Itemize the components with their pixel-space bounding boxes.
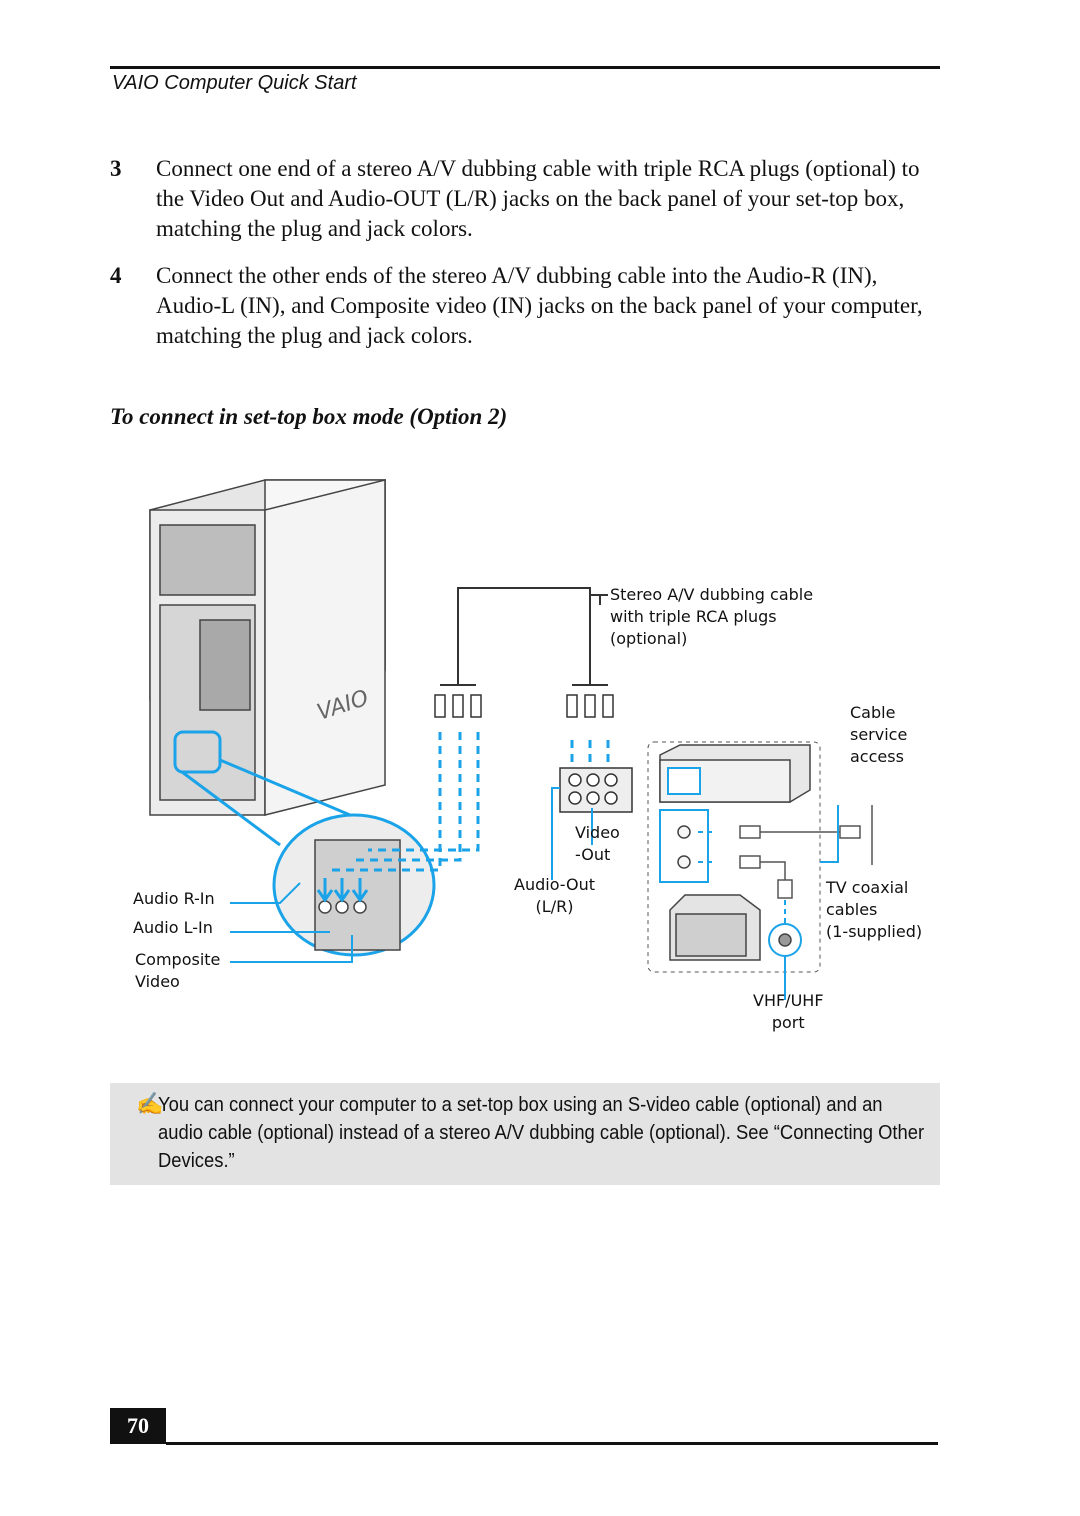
rca-plugs-left bbox=[434, 694, 482, 718]
cable-access-label: Cable service access bbox=[850, 703, 908, 766]
step-number: 4 bbox=[110, 263, 122, 288]
header-rule bbox=[110, 66, 940, 69]
connection-guides bbox=[332, 732, 821, 973]
step-text: Connect the other ends of the stereo A/V… bbox=[156, 263, 923, 348]
page-number: 70 bbox=[110, 1408, 166, 1444]
audio-l-in-label: Audio L-In bbox=[133, 918, 213, 937]
video-out-label: Video -Out bbox=[575, 823, 620, 864]
step-text: Connect one end of a stereo A/V dubbing … bbox=[156, 156, 920, 241]
section-subheading: To connect in set-top box mode (Option 2… bbox=[110, 404, 508, 429]
tv-coaxial-label: TV coaxial cables (1-supplied) bbox=[826, 878, 923, 941]
pencil-note-icon: ✍ bbox=[136, 1091, 164, 1116]
vhf-panel bbox=[659, 809, 716, 883]
coax-cable bbox=[739, 805, 873, 925]
computer-tower-illustration: VAIO bbox=[149, 479, 386, 816]
step-number: 3 bbox=[110, 156, 122, 181]
composite-video-label: Composite Video bbox=[135, 950, 221, 991]
running-head: VAIO Computer Quick Start bbox=[112, 72, 357, 94]
connection-diagram: VAIO bbox=[120, 470, 950, 1060]
footer-rule bbox=[166, 1442, 938, 1445]
vhf-port-label: VHF/UHF port bbox=[753, 991, 824, 1032]
note-text: You can connect your computer to a set-t… bbox=[158, 1094, 925, 1172]
av-cable bbox=[440, 587, 608, 686]
audio-out-label: Audio-Out (L/R) bbox=[514, 875, 595, 916]
diagram-illustration: VAIO bbox=[149, 479, 873, 1000]
port-leader-lines bbox=[230, 882, 353, 963]
audio-r-in-label: Audio R-In bbox=[133, 889, 215, 908]
rca-plugs-right bbox=[566, 694, 614, 718]
cable-description-label: Stereo A/V dubbing cable with triple RCA… bbox=[610, 585, 814, 648]
settop-jack-panel bbox=[559, 767, 633, 813]
tv-illustration bbox=[669, 894, 802, 1000]
note-box: ✍ You can connect your computer to a set… bbox=[110, 1083, 940, 1185]
settop-box-illustration bbox=[659, 744, 811, 803]
label-leader bbox=[551, 787, 593, 880]
